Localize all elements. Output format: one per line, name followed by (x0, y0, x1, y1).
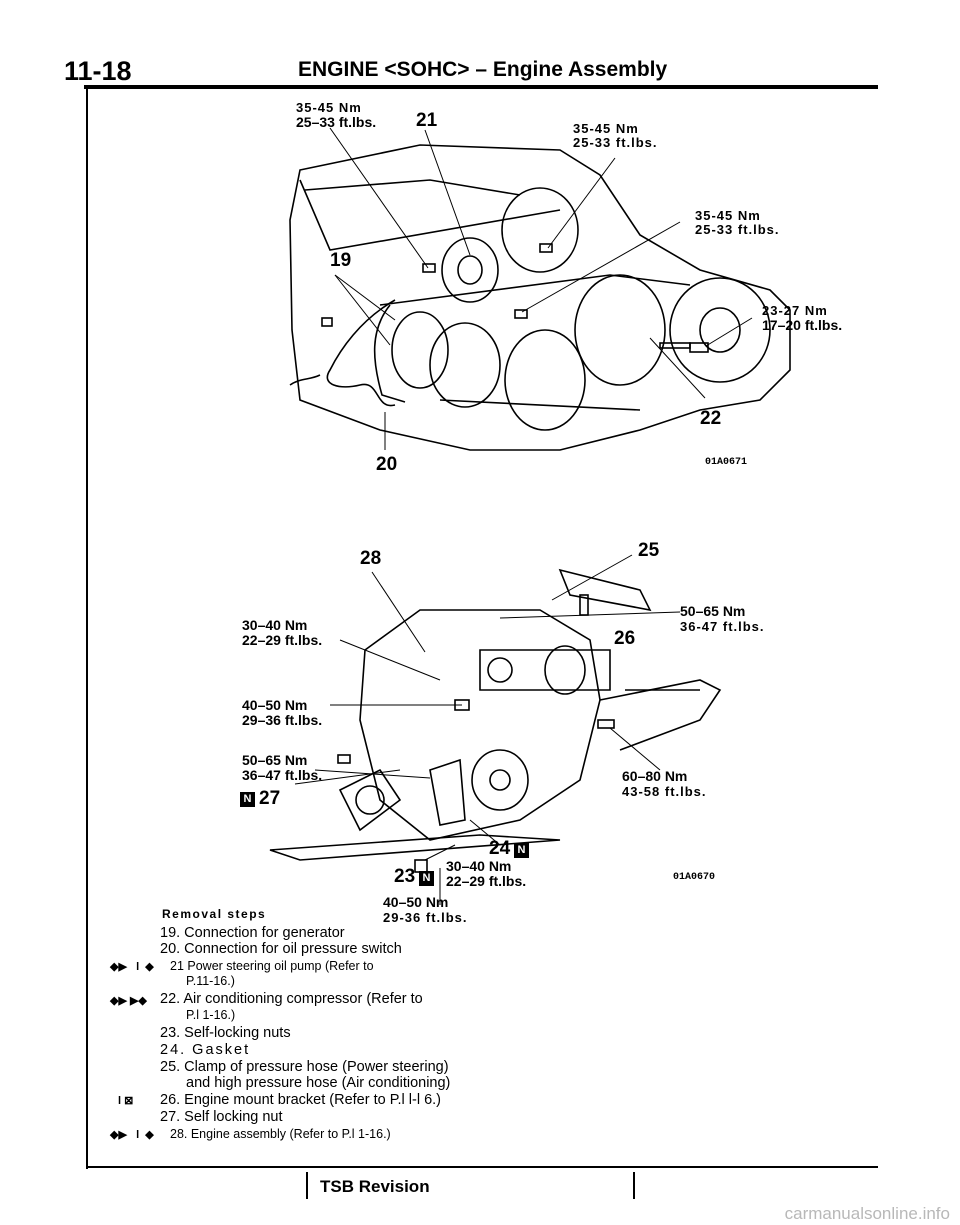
step-25-cont: and high pressure hose (Air conditioning… (186, 1075, 451, 1091)
step-19: 19. Connection for generator (160, 925, 345, 941)
torque-e-nm: 60–80 Nm (622, 768, 688, 784)
callout-19: 19 (330, 250, 352, 271)
callout-25: 25 (638, 540, 660, 561)
torque-22-nm: 23-27 Nm (762, 303, 828, 318)
figure-code-01a0670: 01A0670 (673, 872, 716, 883)
torque-right-ftlbs: 25-33 ft.lbs. (695, 222, 780, 237)
step-28: 28. Engine assembly (Refer to P.l 1-16.) (170, 1127, 391, 1141)
step-20: 20. Connection for oil pressure switch (160, 941, 402, 957)
tsb-revision-box (306, 1172, 635, 1199)
step-22-ref: P.l 1-16.) (186, 1008, 236, 1022)
removal-steps-title: Removal steps (162, 907, 267, 921)
callout-27: 27 (259, 788, 281, 809)
callout-26: 26 (614, 628, 636, 649)
header-rule (84, 85, 878, 89)
torque-g-ftlbs: 29-36 ft.lbs. (383, 910, 468, 925)
step-25: 25. Clamp of pressure hose (Power steeri… (160, 1059, 449, 1075)
torque-f-ftlbs: 22–29 ft.lbs. (446, 873, 527, 889)
torque-top-right-nm: 35-45 Nm (573, 121, 639, 136)
torque-a-nm: 30–40 Nm (242, 617, 308, 633)
footer-rule (86, 1166, 878, 1168)
torque-g-nm: 40–50 Nm (383, 894, 449, 910)
step-26-marks: l ⊠ (118, 1095, 134, 1107)
callout-24: 24 (489, 838, 511, 859)
figure-code-01a0671: 01A0671 (705, 457, 748, 468)
torque-21-ftlbs: 25–33 ft.lbs. (296, 114, 377, 130)
step-24: 24. Gasket (160, 1042, 251, 1058)
torque-22-ftlbs: 17–20 ft.lbs. (762, 317, 843, 333)
step-22: 22. Air conditioning compressor (Refer t… (160, 991, 423, 1007)
left-margin-rule (86, 89, 88, 1169)
step-23: 23. Self-locking nuts (160, 1025, 291, 1041)
torque-b-ftlbs: 29–36 ft.lbs. (242, 712, 323, 728)
new-part-badge-23: N (419, 871, 434, 886)
step-22-marks: ◆▶ ▶◆ (110, 995, 147, 1007)
torque-c-ftlbs: 36–47 ft.lbs. (242, 767, 323, 783)
torque-d-nm: 50–65 Nm (680, 603, 746, 619)
torque-right-nm: 35-45 Nm (695, 208, 761, 223)
step-21: 21 Power steering oil pump (Refer to (170, 959, 374, 973)
new-part-badge-27: N (240, 792, 255, 807)
callout-21: 21 (416, 110, 438, 131)
torque-top-right-ftlbs: 25-33 ft.lbs. (573, 135, 658, 150)
tsb-revision-label: TSB Revision (320, 1177, 430, 1196)
step-21-ref: P.11-16.) (186, 974, 235, 988)
page-number: 11-18 (64, 56, 132, 86)
callout-20: 20 (376, 454, 398, 475)
new-part-badge-24: N (514, 843, 529, 858)
callout-23: 23 (394, 866, 416, 887)
torque-f-nm: 30–40 Nm (446, 858, 512, 874)
watermark: carmanualsonline.info (784, 1204, 950, 1223)
step-26: 26. Engine mount bracket (Refer to P.l l… (160, 1092, 442, 1108)
callout-22: 22 (700, 408, 722, 429)
torque-b-nm: 40–50 Nm (242, 697, 308, 713)
page-title: ENGINE <SOHC> – Engine Assembly (298, 58, 668, 81)
torque-c-nm: 50–65 Nm (242, 752, 308, 768)
torque-e-ftlbs: 43-58 ft.lbs. (622, 784, 707, 799)
torque-a-ftlbs: 22–29 ft.lbs. (242, 632, 323, 648)
step-27: 27. Self locking nut (160, 1109, 283, 1125)
step-21-marks: ◆▶ l ◆ (110, 961, 154, 973)
callout-28: 28 (360, 548, 382, 569)
torque-21-nm: 35-45 Nm (296, 100, 362, 115)
step-28-marks: ◆▶ l ◆ (110, 1129, 154, 1141)
torque-d-ftlbs: 36-47 ft.lbs. (680, 619, 765, 634)
